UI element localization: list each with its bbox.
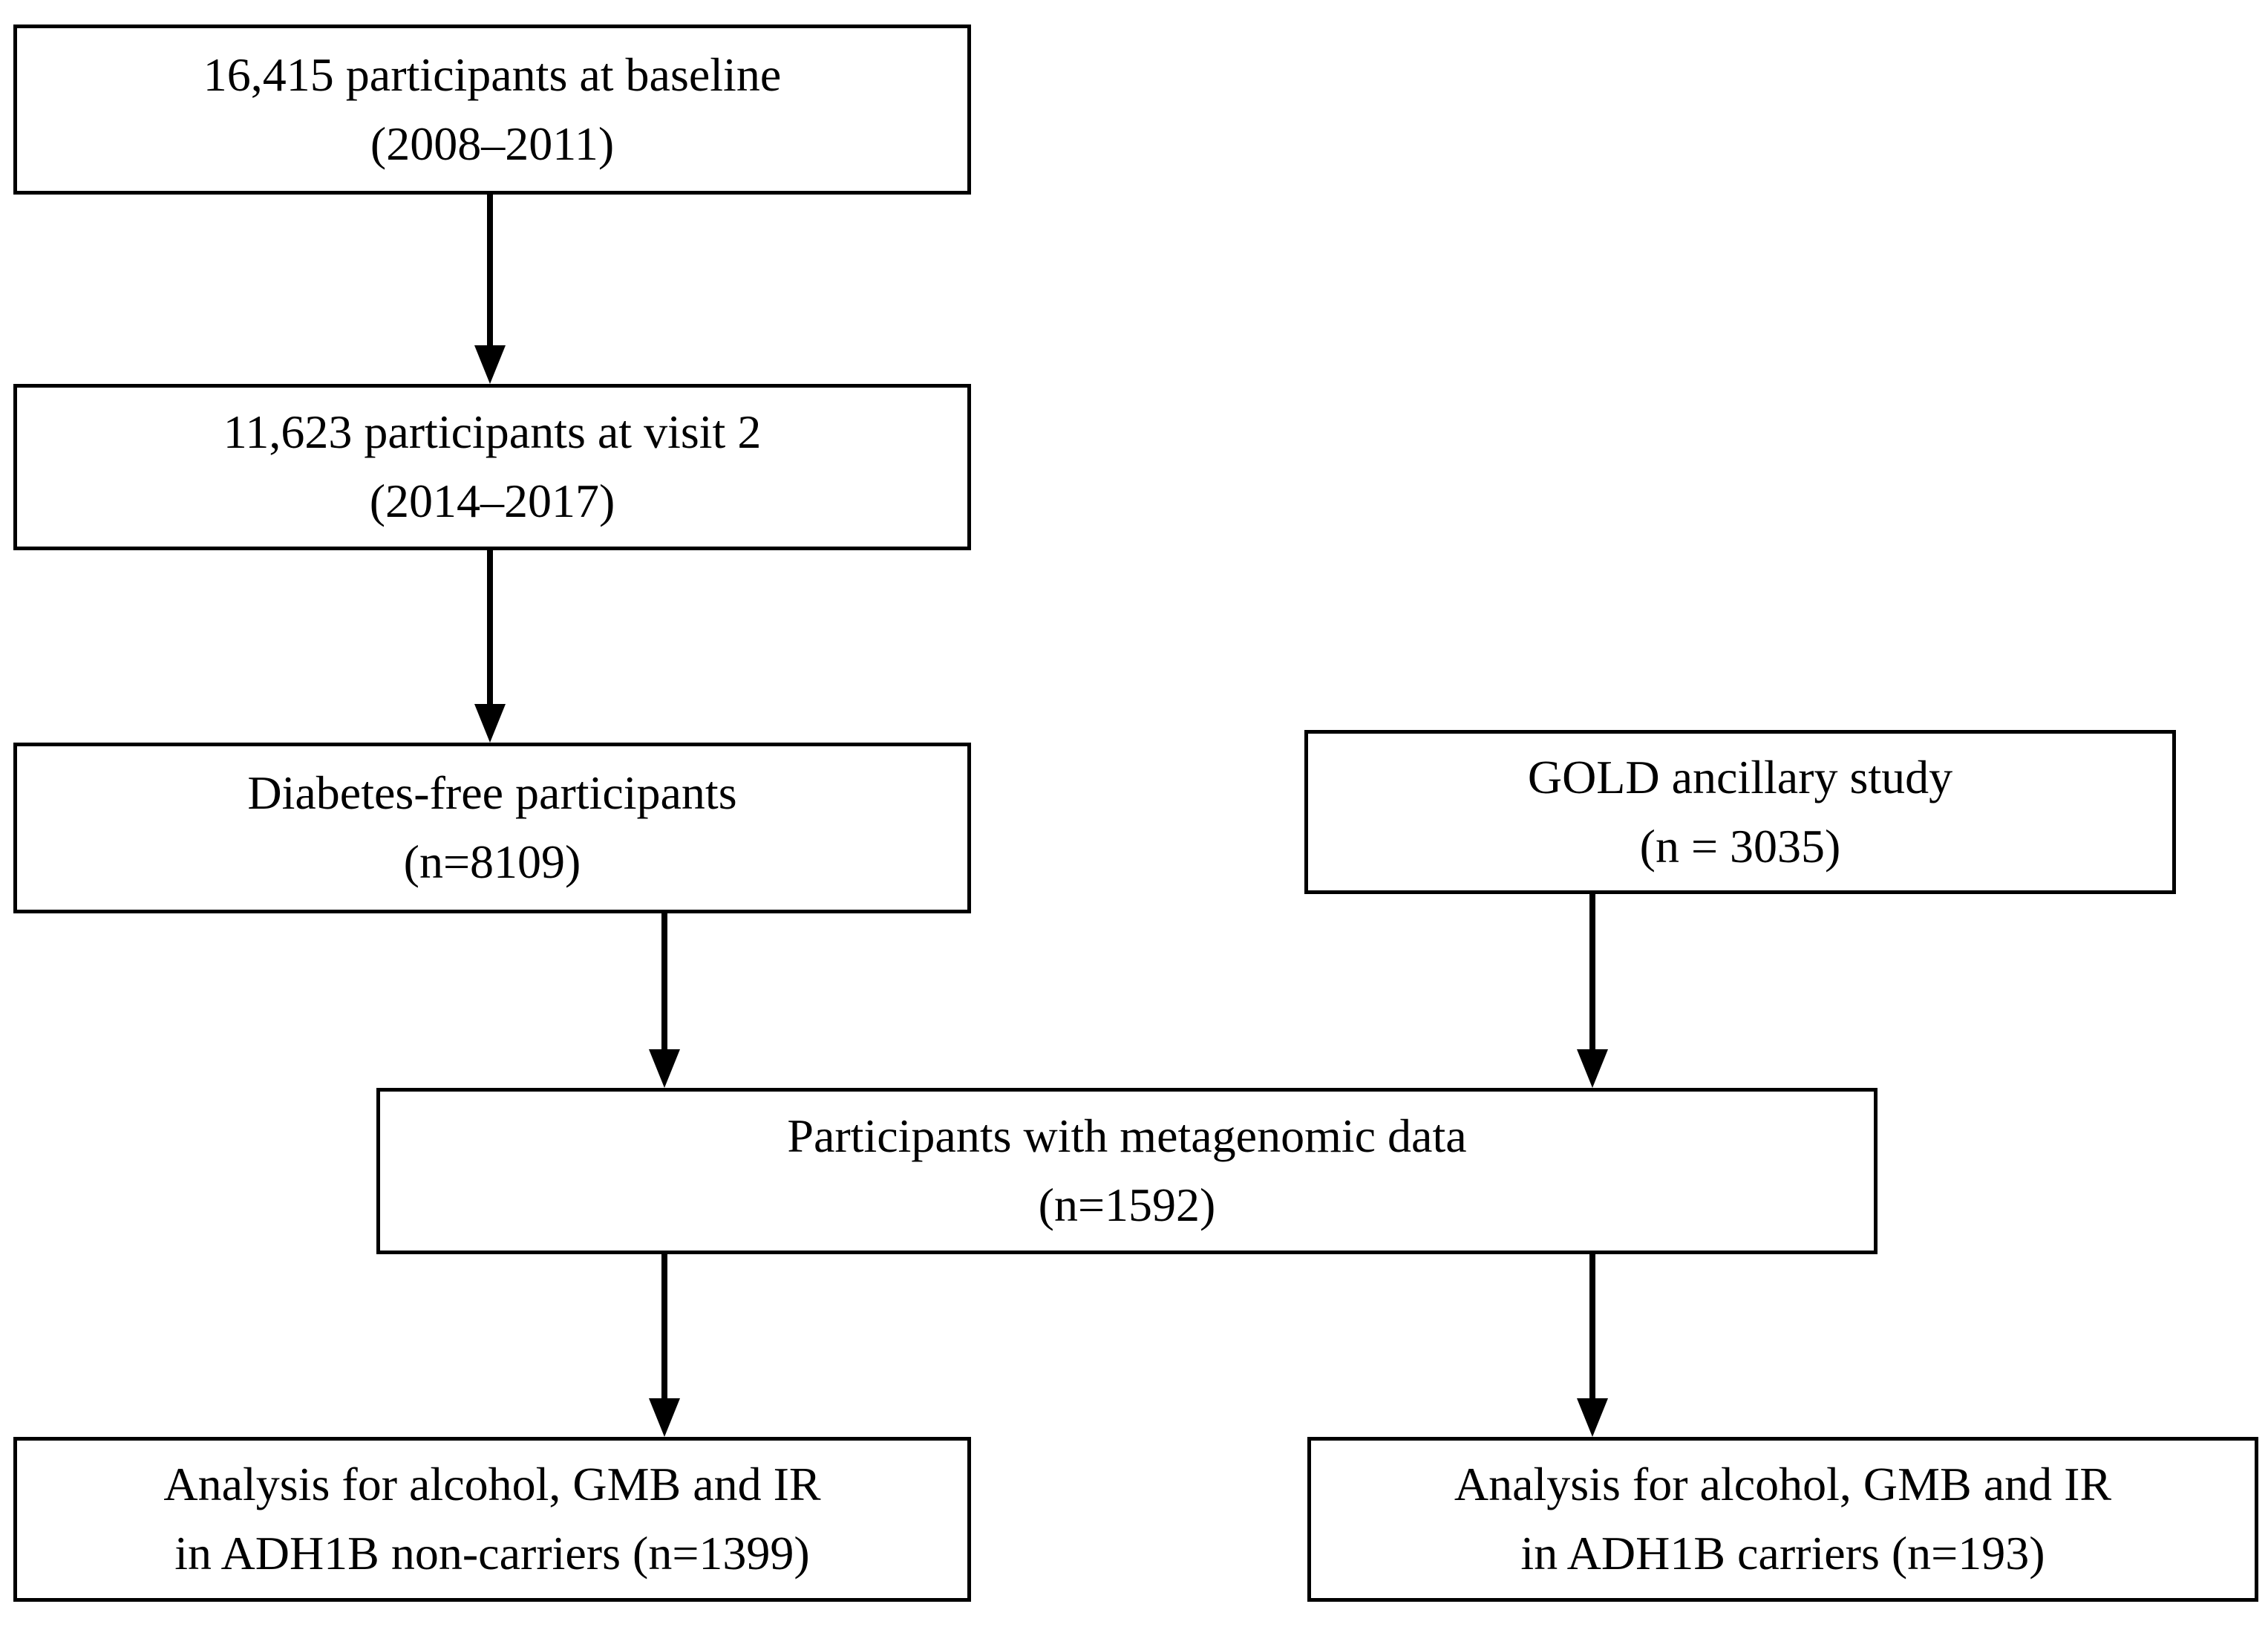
node-metagenomic: Participants with metagenomic data (n=15… <box>376 1088 1878 1254</box>
node-non-carriers-line2: in ADH1B non-carriers (n=1399) <box>174 1527 810 1579</box>
arrow-stem <box>661 913 667 1049</box>
arrow-stem <box>487 195 493 345</box>
node-diabetes-free-line2: (n=8109) <box>403 835 581 888</box>
arrowhead-icon <box>1577 1049 1608 1088</box>
node-diabetes-free: Diabetes-free participants (n=8109) <box>13 743 971 913</box>
arrow-metagenomic-to-non-carriers <box>647 1254 682 1437</box>
arrow-stem <box>661 1254 667 1398</box>
arrowhead-icon <box>649 1398 680 1437</box>
node-visit2-line2: (2014–2017) <box>369 475 615 527</box>
node-carriers-line1: Analysis for alcohol, GMB and IR <box>1454 1458 2112 1511</box>
node-visit2: 11,623 participants at visit 2 (2014–201… <box>13 384 971 550</box>
arrowhead-icon <box>1577 1398 1608 1437</box>
arrow-stem <box>487 550 493 704</box>
arrow-gold-to-metagenomic <box>1575 894 1610 1088</box>
arrow-visit2-to-diabetes-free <box>473 550 507 743</box>
node-non-carriers: Analysis for alcohol, GMB and IR in ADH1… <box>13 1437 971 1602</box>
node-metagenomic-line1: Participants with metagenomic data <box>787 1109 1467 1163</box>
node-gold: GOLD ancillary study (n = 3035) <box>1304 730 2176 894</box>
arrow-diabetes-free-to-metagenomic <box>647 913 682 1088</box>
node-baseline-line1: 16,415 participants at baseline <box>203 48 782 101</box>
node-carriers-line2: in ADH1B carriers (n=193) <box>1520 1527 2045 1579</box>
arrow-stem <box>1589 894 1595 1049</box>
node-diabetes-free-line1: Diabetes-free participants <box>247 766 737 820</box>
node-baseline: 16,415 participants at baseline (2008–20… <box>13 25 971 195</box>
node-non-carriers-line1: Analysis for alcohol, GMB and IR <box>163 1458 821 1511</box>
arrowhead-icon <box>474 704 506 743</box>
node-visit2-line1: 11,623 participants at visit 2 <box>223 405 762 459</box>
arrow-stem <box>1589 1254 1595 1398</box>
arrowhead-icon <box>474 345 506 384</box>
node-metagenomic-line2: (n=1592) <box>1038 1178 1216 1231</box>
arrow-baseline-to-visit2 <box>473 195 507 384</box>
node-gold-line1: GOLD ancillary study <box>1527 750 1953 803</box>
arrow-metagenomic-to-carriers <box>1575 1254 1610 1437</box>
arrowhead-icon <box>649 1049 680 1088</box>
node-baseline-line2: (2008–2011) <box>370 117 615 170</box>
node-carriers: Analysis for alcohol, GMB and IR in ADH1… <box>1307 1437 2258 1602</box>
node-gold-line2: (n = 3035) <box>1639 819 1841 873</box>
